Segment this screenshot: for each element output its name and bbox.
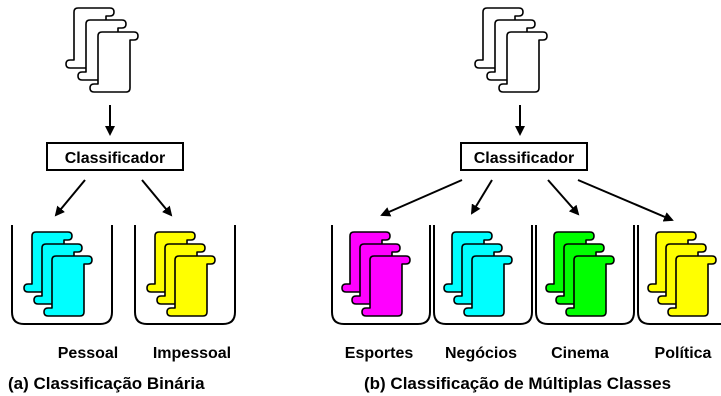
caption-right: (b) Classificação de Múltiplas Classes <box>364 374 671 393</box>
class-label-cinema: Cinema <box>551 345 609 362</box>
docs-impessoal <box>146 231 216 317</box>
docs-negocios <box>443 231 513 317</box>
docs-politica <box>647 231 717 317</box>
docs-cinema <box>545 231 615 317</box>
arrow-to-pessoal <box>54 179 86 217</box>
docs-pessoal <box>23 231 93 317</box>
arrow-to-politica <box>577 179 674 222</box>
caption-left: (a) Classificação Binária <box>8 374 205 393</box>
arrow-to-impessoal <box>141 179 173 217</box>
class-label-politica: Política <box>655 345 712 362</box>
arrow-to-cinema <box>547 179 580 216</box>
docs-esportes <box>341 231 411 317</box>
arrow-to-esportes <box>380 179 463 217</box>
class-label-impessoal: Impessoal <box>153 345 231 362</box>
class-label-esportes: Esportes <box>345 345 414 362</box>
classifier-box-right <box>460 142 588 171</box>
class-label-pessoal: Pessoal <box>58 345 118 362</box>
classifier-box-left <box>46 142 184 171</box>
input-docs-right <box>474 7 548 93</box>
bin-pessoal <box>11 225 113 325</box>
input-docs-left <box>65 7 139 93</box>
class-label-negocios: Negócios <box>445 345 517 362</box>
bin-politica <box>637 225 721 325</box>
bin-negocios <box>433 225 533 325</box>
classifier-label-left: Classificador <box>65 150 165 167</box>
bin-cinema <box>535 225 635 325</box>
arrow-to-negocios <box>470 179 493 215</box>
bin-esportes <box>331 225 431 325</box>
bin-impessoal <box>134 225 236 325</box>
classifier-label-right: Classificador <box>474 150 574 167</box>
